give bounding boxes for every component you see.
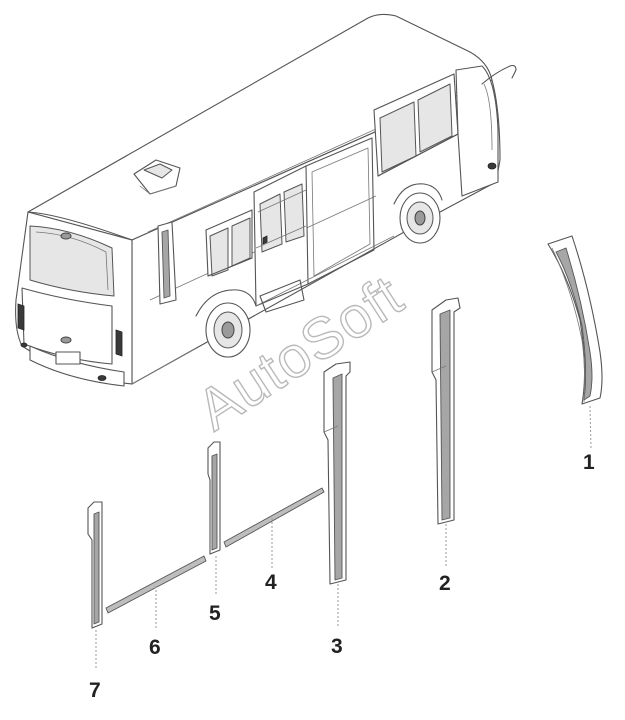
part-5-pillar [207,441,221,555]
part-6-strip [105,555,207,614]
leader-1 [589,405,592,449]
part-2-pillar [431,297,461,525]
callout-1: 1 [583,451,595,474]
callout-5: 5 [209,602,221,625]
part-4-strip [223,487,325,548]
part-7-pillar [87,501,103,629]
callout-7: 7 [89,679,101,702]
part-3-pillar [323,361,351,585]
callout-2: 2 [439,572,451,595]
leader-lines [95,405,592,670]
part-1-corner-panel [547,235,603,405]
callouts: 1 2 3 4 5 6 7 [89,451,595,702]
callout-3: 3 [331,635,343,658]
bus-illustration [15,13,517,387]
callout-4: 4 [265,571,277,594]
callout-6: 6 [149,636,161,659]
